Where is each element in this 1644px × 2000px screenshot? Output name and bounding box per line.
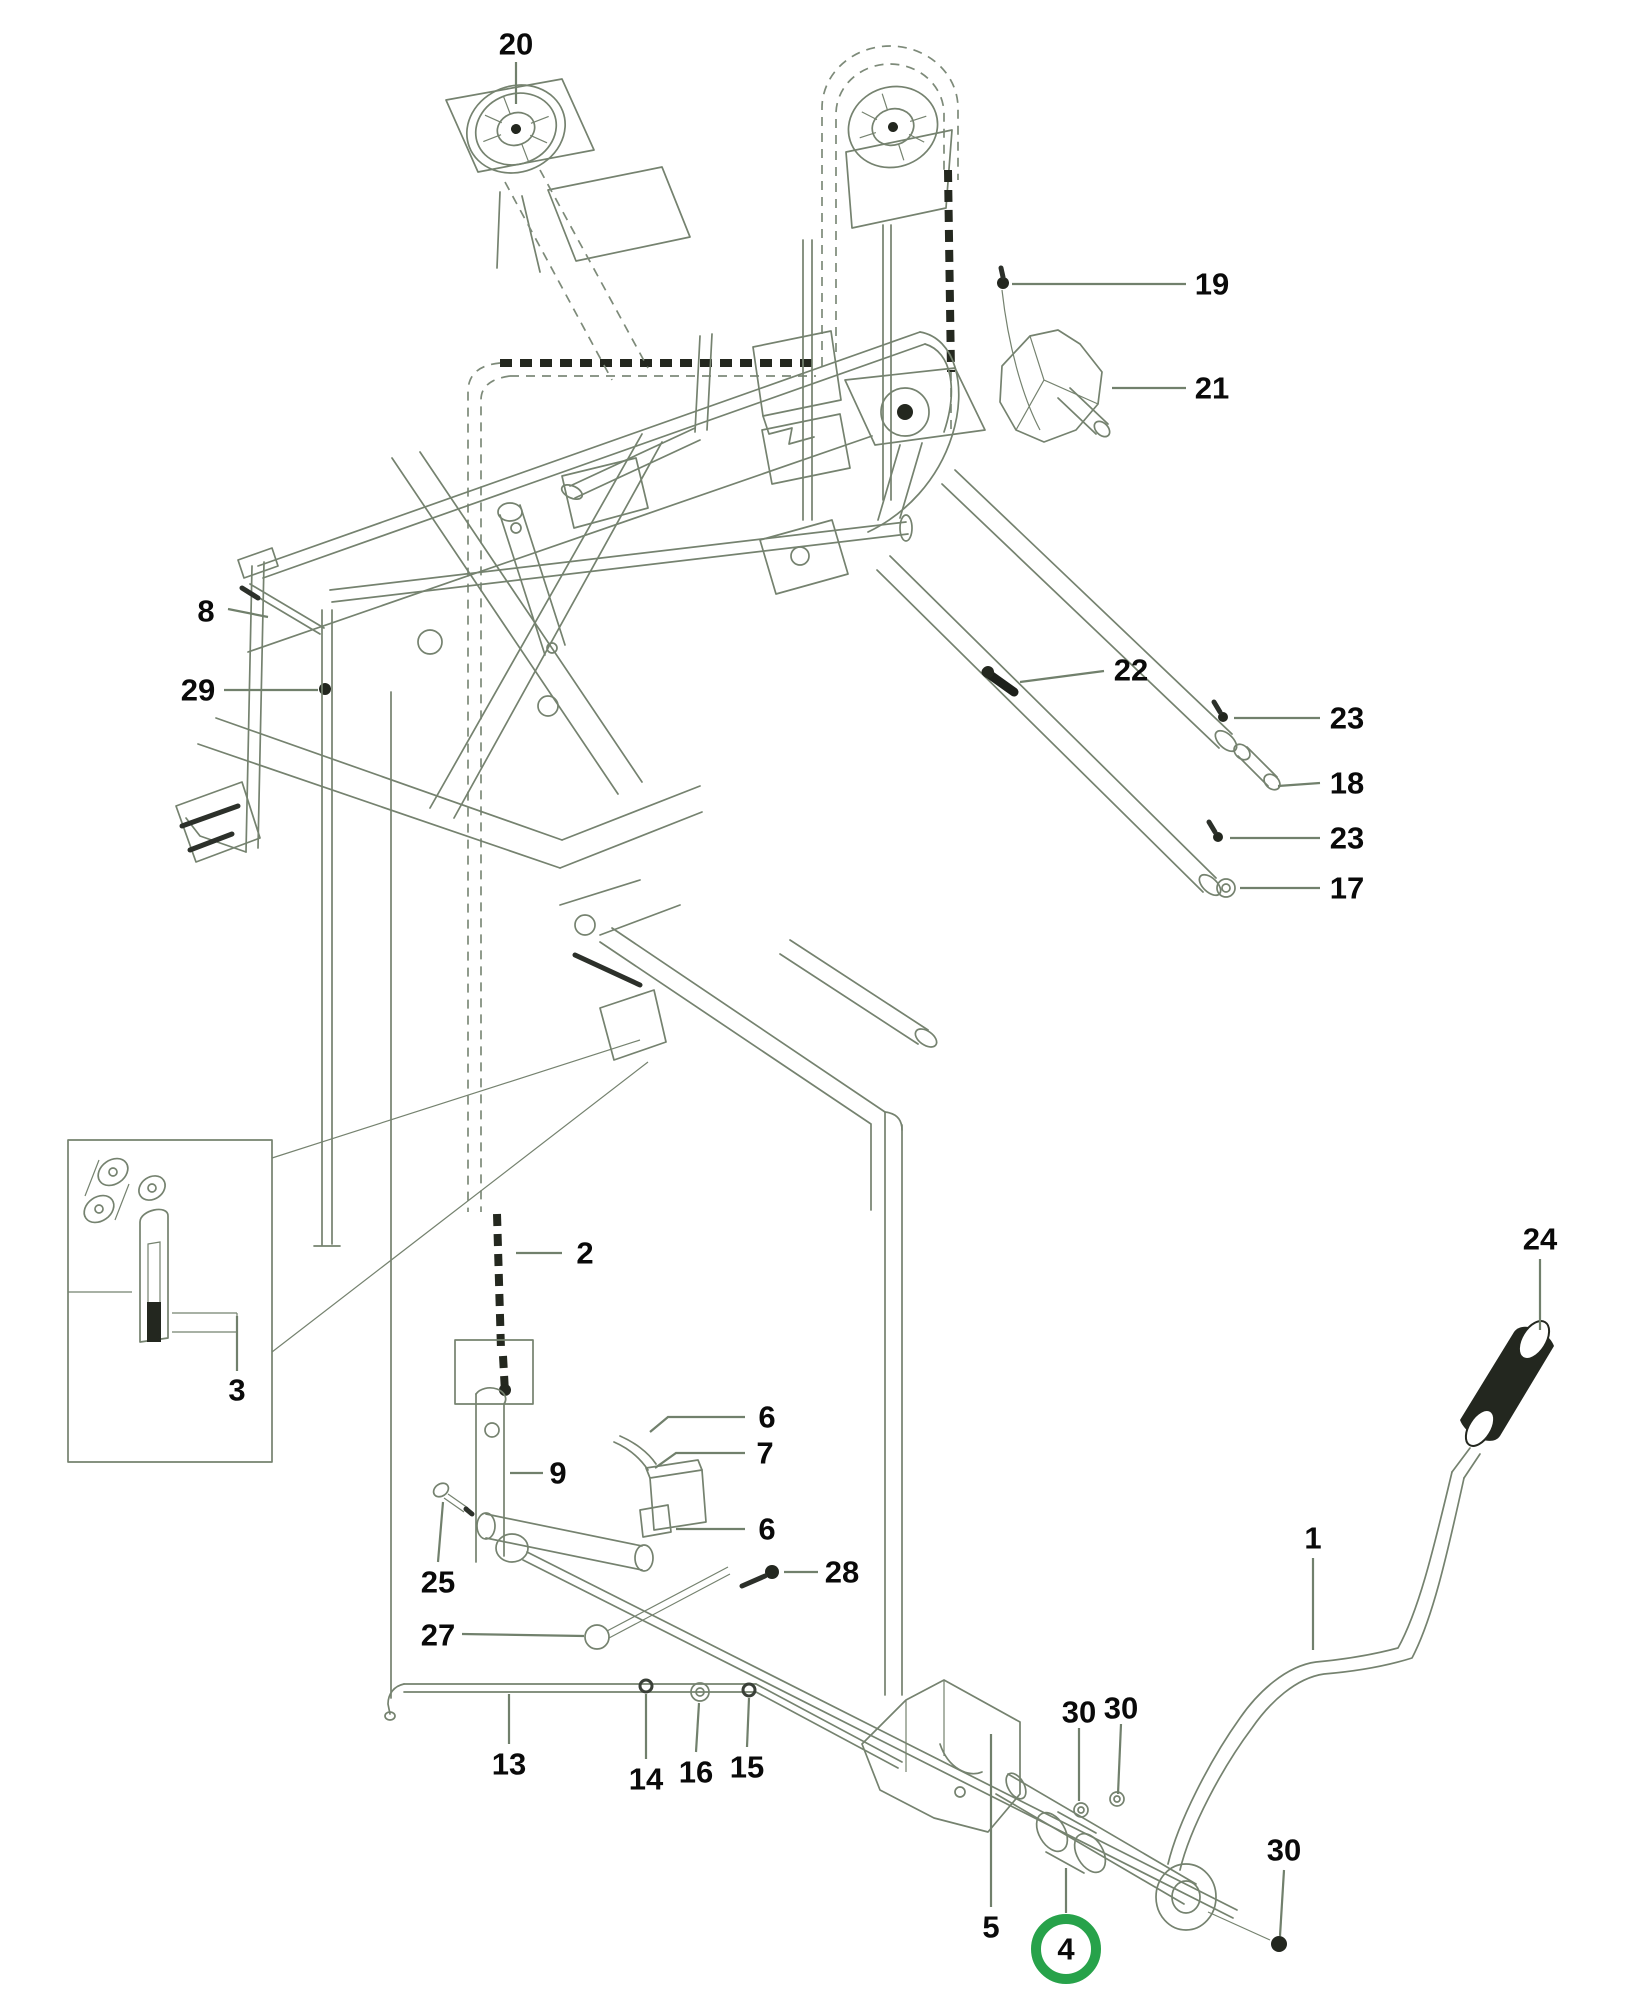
callout-label-6: 6 [758, 1400, 775, 1435]
lever-1-artwork [1167, 1320, 1554, 1871]
pivot-tubes-artwork [876, 469, 1281, 898]
highlight-circle [1031, 1914, 1101, 1984]
callout-label-28: 28 [825, 1555, 859, 1590]
callout-label-30: 30 [1267, 1833, 1301, 1868]
callout-label-19: 19 [1195, 267, 1229, 302]
callout-leader-6 [649, 1415, 745, 1433]
callout-leader-8 [227, 607, 269, 619]
callout-label-20: 20 [499, 27, 533, 62]
callout-leader-7 [654, 1451, 745, 1469]
tensioner-21-artwork [997, 265, 1111, 443]
callout-leader-15 [745, 1697, 751, 1748]
callout-label-16: 16 [679, 1755, 713, 1790]
callout-label-27: 27 [421, 1618, 455, 1653]
rod-13-artwork [384, 1678, 903, 1769]
callout-leader-30 [1116, 1723, 1123, 1795]
callout-label-6: 6 [758, 1512, 775, 1547]
callout-label-3: 3 [228, 1373, 245, 1408]
callout-leader-27 [461, 1632, 585, 1638]
callout-label-24: 24 [1523, 1222, 1558, 1257]
callout-label-15: 15 [730, 1750, 764, 1785]
chain-2-arm-9-artwork [432, 1213, 1238, 1919]
callout-label-21: 21 [1195, 371, 1229, 406]
inset-detail-box [67, 1039, 649, 1463]
callout-label-14: 14 [629, 1762, 664, 1797]
pin-8-bolt-29-artwork [239, 583, 392, 1699]
callout-leader-16 [694, 1702, 701, 1753]
callout-label-23: 23 [1330, 821, 1364, 856]
callout-label-8: 8 [197, 594, 214, 629]
chain-loop-artwork [467, 45, 959, 1212]
callout-label-2: 2 [576, 1236, 593, 1271]
callout-label-5: 5 [982, 1910, 999, 1945]
callout-label-23: 23 [1330, 701, 1364, 736]
idler-pulley-20-artwork [445, 78, 691, 273]
callout-label-29: 29 [181, 673, 215, 708]
callout-leader-22 [1019, 669, 1105, 684]
frame-artwork [175, 224, 986, 1696]
callout-label-4: 4 [1057, 1932, 1075, 1967]
callout-label-13: 13 [492, 1747, 526, 1782]
callout-leader-30 [1278, 1869, 1286, 1937]
callout-leader-18 [1277, 781, 1321, 788]
callout-label-9: 9 [549, 1456, 566, 1491]
callout-label-1: 1 [1304, 1521, 1321, 1556]
callout-label-30: 30 [1104, 1691, 1138, 1726]
callout-label-22: 22 [1114, 653, 1148, 688]
callout-label-18: 18 [1330, 766, 1364, 801]
callout-label-7: 7 [756, 1436, 773, 1471]
callout-label-25: 25 [421, 1565, 455, 1600]
callout-label-17: 17 [1330, 871, 1364, 906]
callout-leader-25 [436, 1501, 445, 1563]
bracket-5-shaft-artwork [861, 1679, 1287, 1952]
callout-label-30: 30 [1062, 1695, 1096, 1730]
